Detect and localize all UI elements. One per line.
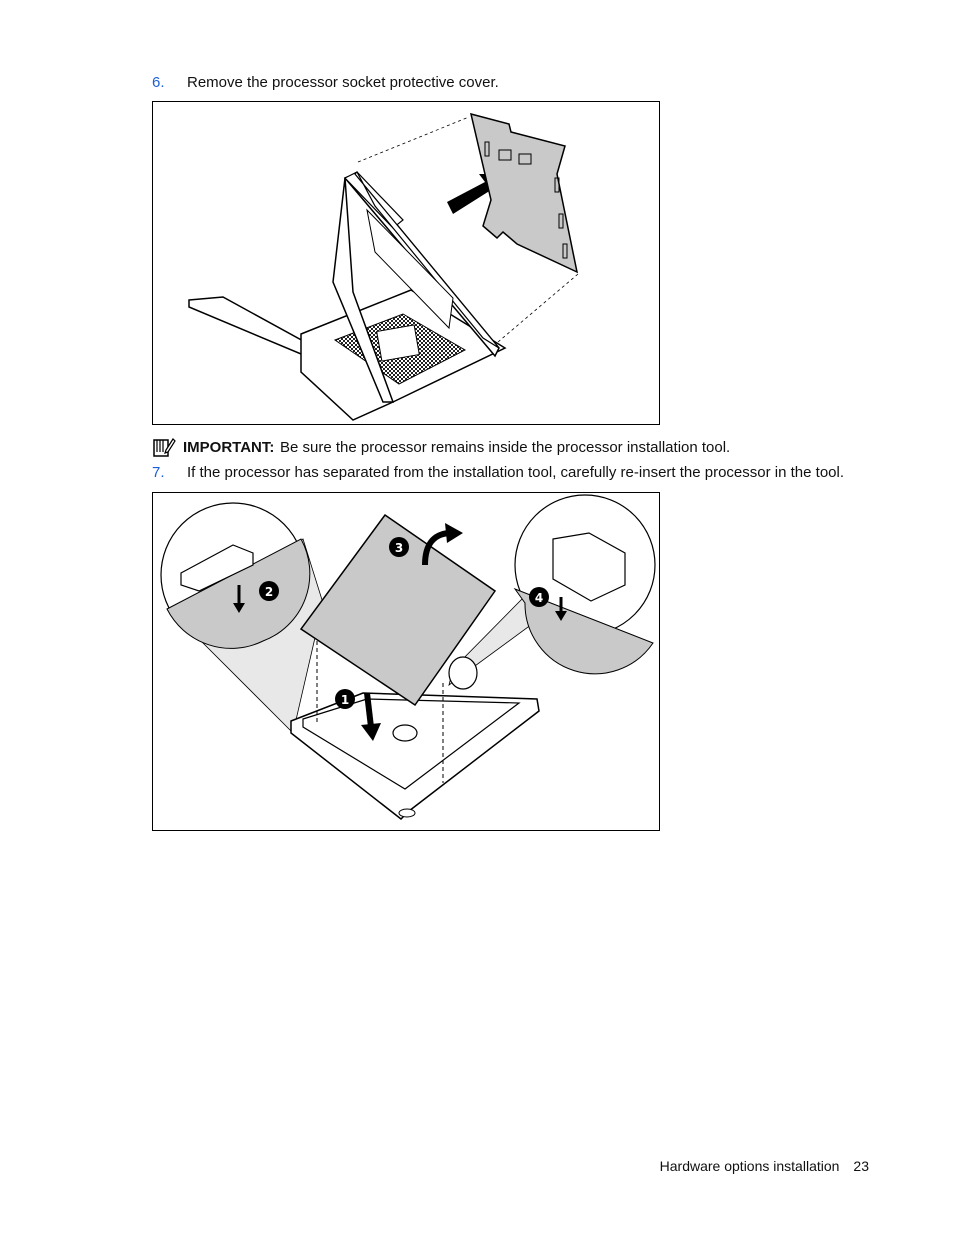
page-footer: Hardware options installation 23: [660, 1158, 869, 1174]
processor-reinsertion-illustration: 1 2 3 4: [152, 492, 660, 831]
footer-section-title: Hardware options installation: [659, 1158, 840, 1174]
step-text: Remove the processor socket protective c…: [187, 74, 499, 91]
callout-1: 1: [341, 693, 349, 707]
important-note-text: Be sure the processor remains inside the…: [280, 439, 731, 456]
important-label: IMPORTANT:: [183, 439, 275, 456]
socket-cover-removal-illustration: [152, 101, 660, 425]
callout-4: 4: [535, 591, 543, 605]
step-number: 6.: [152, 74, 165, 91]
step-7: 7. If the processor has separated from th…: [152, 464, 844, 482]
important-note-icon: [152, 436, 176, 458]
step-text: If the processor has separated from the …: [187, 464, 844, 481]
step-number: 7.: [152, 464, 165, 481]
step-6: 6. Remove the processor socket protective…: [152, 74, 499, 92]
callout-3: 3: [395, 541, 403, 555]
page-number: 23: [853, 1158, 869, 1174]
callout-2: 2: [265, 585, 273, 599]
